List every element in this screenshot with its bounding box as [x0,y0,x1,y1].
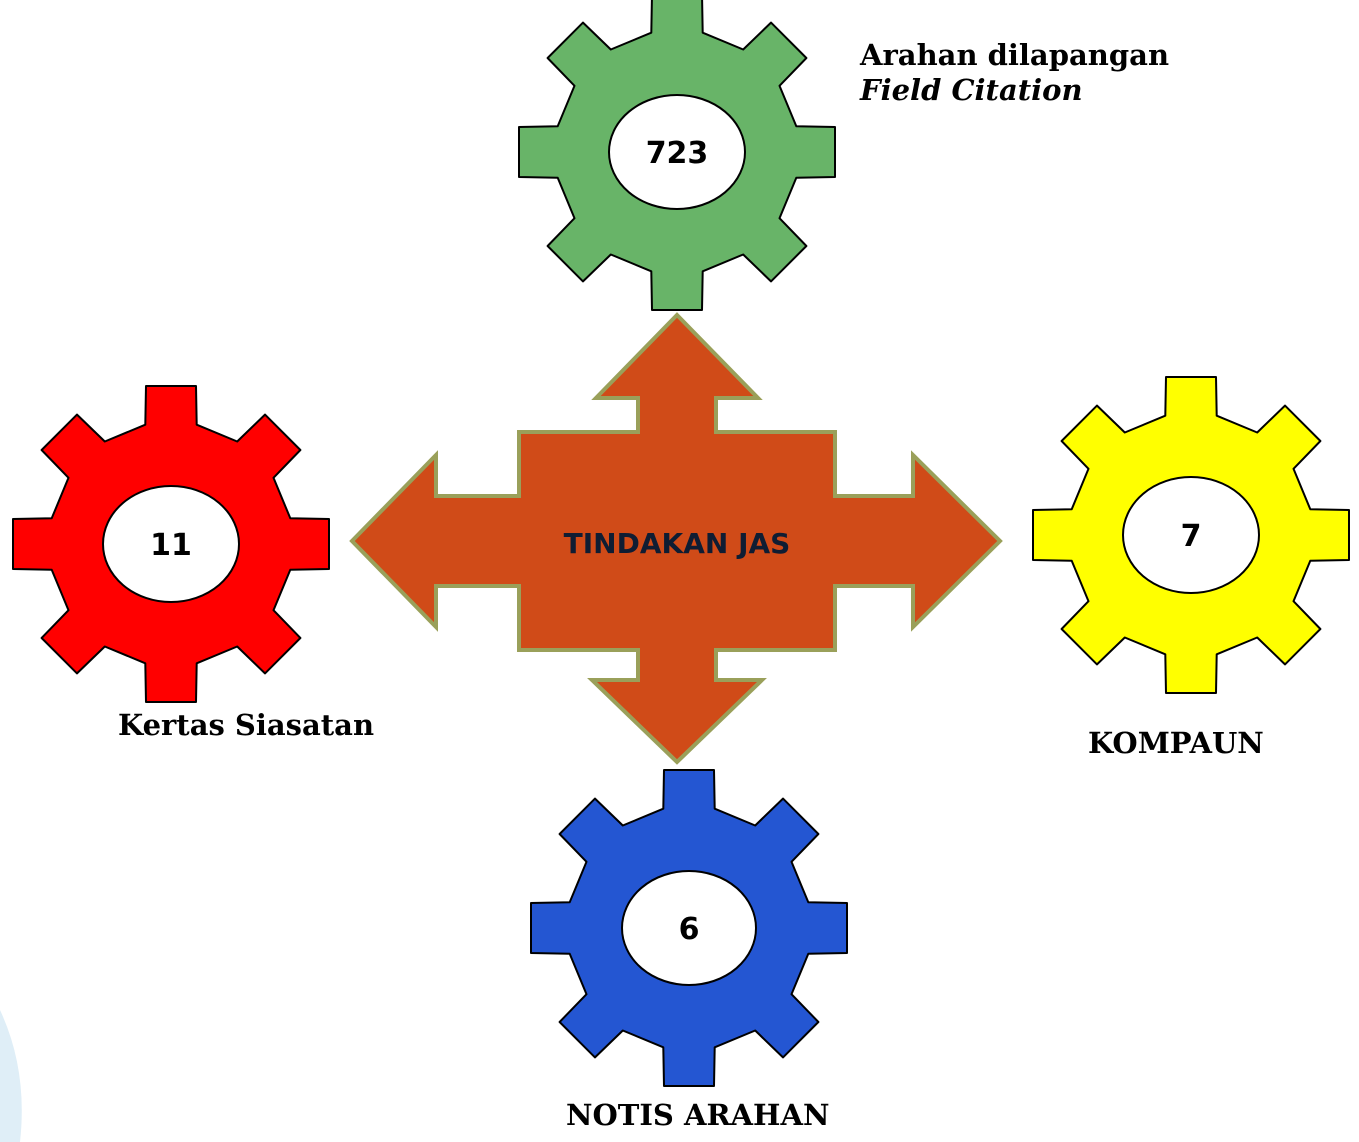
gear-value-yellow: 7 [1181,519,1202,554]
four-way-arrow-icon [349,312,1003,765]
gear-icon-yellow: 7 [1032,376,1350,694]
gear-icon-blue: 6 [530,769,848,1087]
caption-kertas-siasatan: Kertas Siasatan [118,708,375,742]
center-label: TINDAKAN JAS [564,527,791,560]
gear-value-blue: 6 [679,912,700,947]
gear-icon-green: 723 [518,0,836,311]
caption-kompaun: KOMPAUN [1088,726,1264,760]
caption-field-citation: Arahan dilapangan Field Citation [860,38,1169,108]
caption-field-citation-subtitle: Field Citation [860,72,1083,107]
caption-notis-arahan: NOTIS ARAHAN [566,1098,830,1132]
corner-decoration [0,1010,22,1142]
gear-value-green: 723 [646,136,709,171]
gear-icon-red: 11 [12,385,330,703]
gear-value-red: 11 [150,528,192,563]
caption-field-citation-title: Arahan dilapangan [860,38,1170,72]
